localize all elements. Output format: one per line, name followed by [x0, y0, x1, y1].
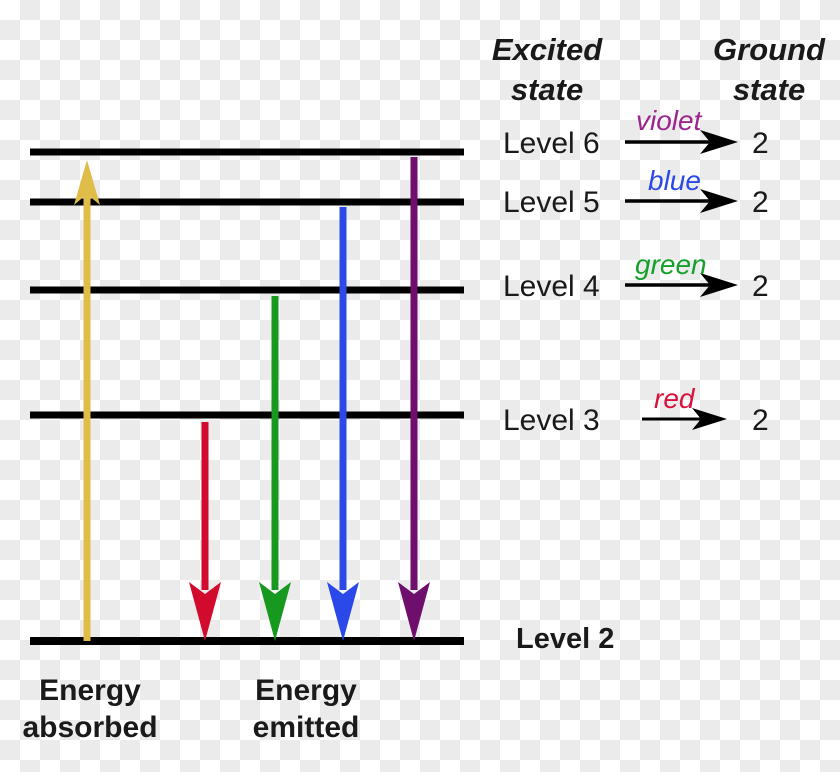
- transition-to-label-0: 2: [752, 127, 769, 160]
- transition-from-label-3: Level 3: [503, 404, 600, 437]
- transition-from-label-2: Level 4: [503, 270, 600, 303]
- energy-absorbed-arrow: [74, 160, 100, 641]
- transition-color-word-green: green: [635, 249, 707, 280]
- energy-absorbed-caption-line1: Energy: [39, 674, 141, 707]
- violet-emission-arrow-head: [398, 582, 430, 641]
- energy-emitted-caption-line1: Energy: [255, 674, 357, 707]
- excited-state-header-line2: state: [510, 71, 584, 107]
- blue-emission-arrow-head: [327, 582, 359, 641]
- ground-state-header-line1: Ground: [713, 32, 825, 67]
- transition-from-label-0: Level 6: [503, 127, 600, 160]
- transition-arrow-head: [700, 130, 738, 154]
- energy-absorbed-arrow-head: [74, 160, 100, 205]
- transition-color-word-violet: violet: [636, 105, 702, 136]
- transition-color-word-red: red: [654, 383, 695, 414]
- transition-arrow-row-0: [625, 130, 738, 154]
- transition-arrow-head: [700, 189, 738, 213]
- green-emission-arrow: [259, 296, 291, 641]
- transition-color-word-blue: blue: [648, 165, 701, 196]
- ground-state-header: Ground state: [706, 30, 832, 109]
- transition-arrow-row-3: [642, 408, 727, 430]
- excited-state-header: Excited state: [487, 30, 607, 109]
- energy-absorbed-caption-line2: absorbed: [22, 710, 158, 744]
- excited-state-header-line1: Excited: [491, 32, 603, 67]
- transition-to-label-3: 2: [752, 404, 769, 437]
- green-emission-arrow-head: [259, 582, 291, 641]
- transition-arrow-row-2: [625, 273, 738, 297]
- energy-absorbed-caption: Energy absorbed: [10, 673, 170, 746]
- ground-state-header-line2: state: [732, 71, 806, 107]
- energy-level-lines: [30, 148, 464, 645]
- energy-emitted-caption-line2: emitted: [252, 710, 360, 744]
- energy-emitted-caption: Energy emitted: [231, 673, 381, 746]
- violet-emission-arrow: [398, 157, 430, 641]
- ground-level-label: Level 2: [516, 623, 615, 655]
- transition-arrow-head: [692, 408, 727, 430]
- transition-arrow-head: [700, 273, 738, 297]
- transition-to-label-2: 2: [752, 270, 769, 303]
- transition-arrow-row-1: [625, 189, 738, 213]
- blue-emission-arrow: [327, 207, 359, 641]
- transition-to-label-1: 2: [752, 186, 769, 219]
- red-emission-arrow: [189, 422, 221, 641]
- transition-from-label-1: Level 5: [503, 186, 600, 219]
- red-emission-arrow-head: [189, 582, 221, 641]
